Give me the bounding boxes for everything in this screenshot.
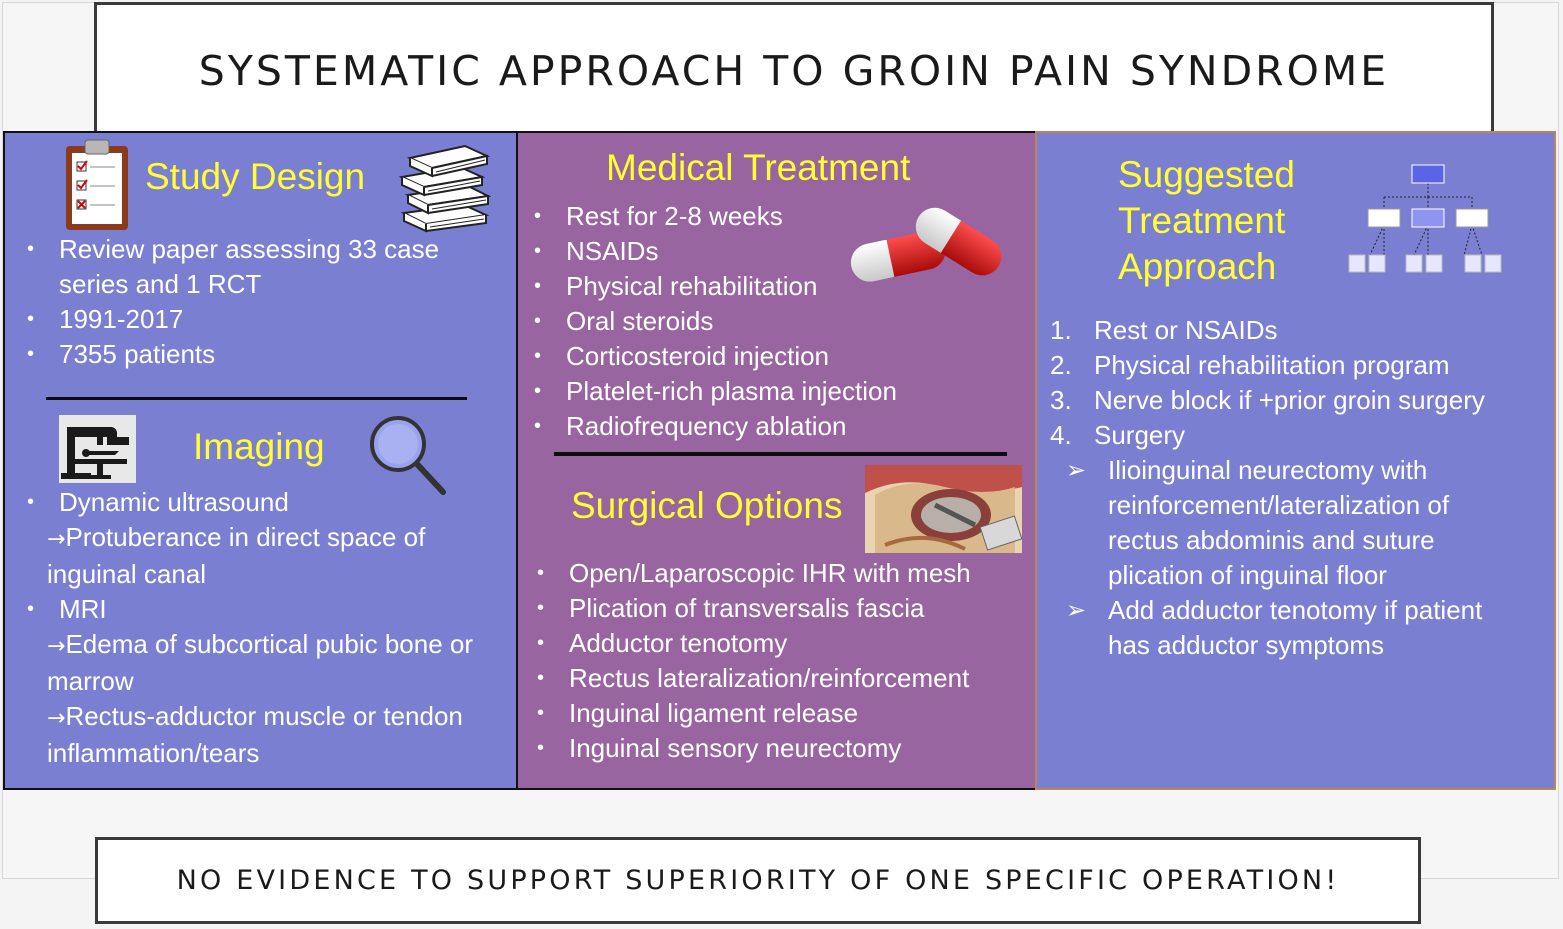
medical-treatment-item: Physical rehabilitation — [532, 269, 897, 304]
suggested-steps: 1.Rest or NSAIDs 2.Physical rehabilitati… — [1050, 313, 1550, 663]
surgery-substeps: ➢Ilioinguinal neurectomy with reinforcem… — [1050, 453, 1495, 663]
imaging-detail: →Edema of subcortical pubic bone or marr… — [47, 629, 474, 696]
surgical-options-list: Open/Laparoscopic IHR with mesh Plicatio… — [535, 556, 971, 766]
magnifier-icon — [370, 416, 446, 495]
step-item: 3.Nerve block if +prior groin surgery — [1050, 385, 1485, 415]
imaging-item-ultrasound: Dynamic ultrasound →Protuberance in dire… — [25, 485, 495, 592]
footer-box: NO EVIDENCE TO SUPPORT SUPERIORITY OF ON… — [95, 837, 1421, 924]
medical-treatment-list: Rest for 2-8 weeks NSAIDs Physical rehab… — [532, 199, 897, 444]
step-item: 1.Rest or NSAIDs — [1050, 315, 1278, 345]
imaging-list: Dynamic ultrasound →Protuberance in dire… — [25, 485, 495, 771]
xray-machine-icon — [59, 415, 136, 483]
imaging-detail: →Protuberance in direct space of inguina… — [47, 522, 426, 589]
substep-item: ➢Ilioinguinal neurectomy with reinforcem… — [1066, 455, 1450, 590]
surgical-option-item: Inguinal sensory neurectomy — [535, 731, 971, 766]
suggested-heading: Suggested Treatment Approach — [1118, 154, 1295, 287]
study-design-item: 1991-2017 — [25, 302, 495, 337]
imaging-detail: →Rectus-adductor muscle or tendon inflam… — [47, 701, 463, 768]
left-panel: Study Design Review paper assessing 33 c… — [3, 131, 518, 790]
medical-treatment-item: Platelet-rich plasma injection — [532, 374, 897, 409]
step-item: 4.Surgery ➢Ilioinguinal neurectomy with … — [1050, 418, 1550, 663]
study-design-item: Review paper assessing 33 case series an… — [25, 232, 495, 302]
right-panel: Suggested Treatment Approach 1.Rest or N… — [1035, 131, 1556, 790]
medical-treatment-item: NSAIDs — [532, 234, 897, 269]
surgical-option-item: Open/Laparoscopic IHR with mesh — [535, 556, 971, 591]
study-design-item: 7355 patients — [25, 337, 495, 372]
clipboard-icon — [66, 139, 128, 230]
medical-treatment-item: Rest for 2-8 weeks — [532, 199, 897, 234]
substep-item: ➢Add adductor tenotomy if patient has ad… — [1066, 595, 1483, 660]
step-item: 2.Physical rehabilitation program — [1050, 350, 1450, 380]
study-design-heading: Study Design — [145, 156, 366, 197]
books-icon — [398, 144, 492, 233]
org-chart-icon — [1348, 164, 1502, 273]
footer-text: NO EVIDENCE TO SUPPORT SUPERIORITY OF ON… — [176, 865, 1340, 896]
title-box: SYSTEMATIC APPROACH TO GROIN PAIN SYNDRO… — [94, 2, 1494, 132]
medical-treatment-item: Corticosteroid injection — [532, 339, 897, 374]
surgical-option-item: Inguinal ligament release — [535, 696, 971, 731]
divider — [554, 452, 1007, 456]
medical-treatment-heading: Medical Treatment — [606, 147, 911, 188]
medical-treatment-item: Oral steroids — [532, 304, 897, 339]
imaging-heading: Imaging — [193, 426, 325, 467]
middle-panel: Medical Treatment Rest for 2-8 weeks NSA… — [516, 131, 1037, 790]
surgical-options-heading: Surgical Options — [571, 485, 843, 526]
surgical-option-item: Rectus lateralization/reinforcement — [535, 661, 971, 696]
divider — [46, 397, 467, 400]
surgery-photo — [865, 465, 1022, 553]
study-design-list: Review paper assessing 33 case series an… — [25, 232, 495, 372]
slide-title: SYSTEMATIC APPROACH TO GROIN PAIN SYNDRO… — [198, 46, 1390, 95]
imaging-item-mri: MRI →Edema of subcortical pubic bone or … — [25, 592, 495, 771]
surgical-option-item: Plication of transversalis fascia — [535, 591, 971, 626]
medical-treatment-item: Radiofrequency ablation — [532, 409, 897, 444]
surgical-option-item: Adductor tenotomy — [535, 626, 971, 661]
